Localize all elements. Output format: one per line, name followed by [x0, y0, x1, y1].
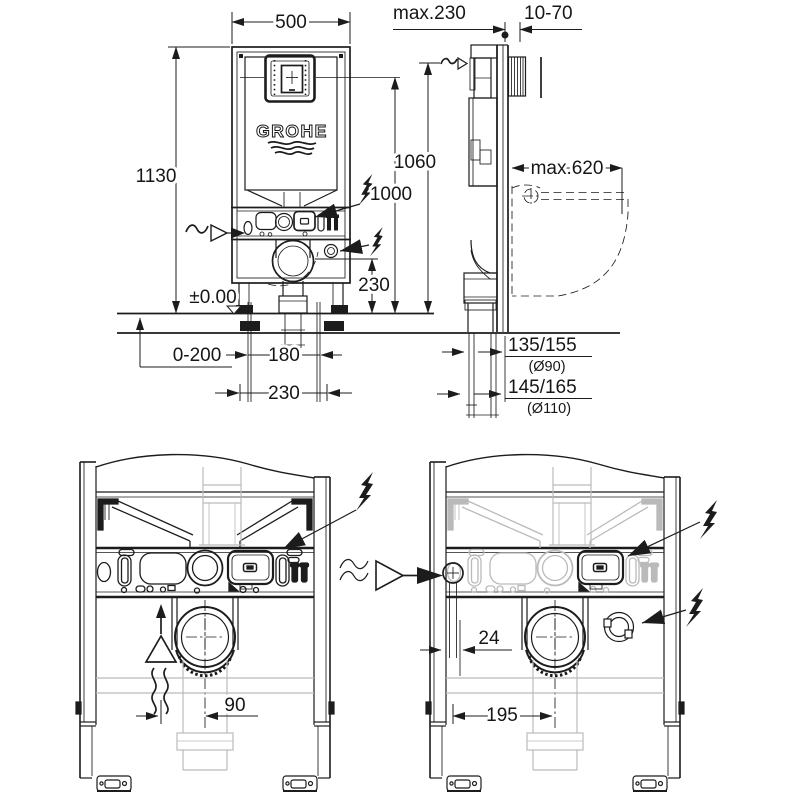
- drain-socket: [267, 239, 319, 349]
- dim-inlet-edge-offset-label: 24: [478, 628, 500, 649]
- dimensions-top: 500 1130 max.230 10-70 1000 1060 230 ±0.…: [133, 0, 623, 420]
- dim-drain-dia-110-label: (Ø110): [527, 401, 571, 417]
- lightning-icon: [314, 174, 373, 219]
- lightning-icon: [339, 227, 383, 257]
- logo-wave-2: [270, 146, 315, 150]
- warning-triangle-icon: [144, 634, 178, 663]
- dim-width-label: 500: [275, 12, 307, 33]
- logo-wave-3: [274, 151, 313, 155]
- wall-anchor-rod: [507, 56, 527, 97]
- dim-depth-label: max.230: [393, 3, 466, 24]
- power-connector-box: [576, 549, 625, 593]
- logo-wave-1: [267, 141, 317, 145]
- water-supply-icon: [440, 56, 469, 71]
- power-connector-box: [226, 549, 275, 593]
- power-connector-box: [293, 210, 316, 232]
- water-inlet-port: [442, 562, 464, 658]
- dim-outlet-spread2-label: 230: [268, 383, 300, 404]
- grohe-logo: GROHE: [256, 121, 328, 155]
- dim-drain-center-offset-label: 195: [486, 705, 518, 726]
- dim-outlet-height-label: 230: [358, 275, 390, 296]
- top-side-view: [440, 44, 629, 418]
- bottom-left-view: 90: [76, 455, 373, 791]
- steam-icon: [151, 667, 169, 715]
- dim-supply-offset-label: 90: [224, 695, 245, 716]
- dim-drain-offset-90-label: 135/155: [508, 335, 577, 356]
- water-inlet-port: [243, 220, 253, 236]
- floor-level-label: ±0.00: [189, 287, 236, 308]
- vent-up-arrow-icon: [156, 604, 166, 634]
- lightning-icon: [627, 500, 717, 557]
- dim-wall-offset-label: 10-70: [524, 3, 573, 24]
- flush-plate-window: [264, 54, 316, 103]
- water-supply-icon: [185, 223, 245, 243]
- grohe-logo-text: GROHE: [256, 121, 328, 141]
- floor-lines: [117, 312, 620, 334]
- bottom-right-view: 24 195: [420, 455, 717, 791]
- top-front-view: GROHE: [185, 46, 400, 402]
- floor-level-icon: [225, 305, 243, 315]
- dim-outlet-spread-label: 180: [268, 345, 300, 366]
- dim-drain-offset-110-label: 145/165: [508, 377, 577, 398]
- frame-legs: [236, 283, 348, 331]
- reference-point-dot: [501, 31, 509, 39]
- dim-flush-height-label: 1000: [370, 184, 412, 205]
- toilet-outline-dashed: [511, 184, 629, 297]
- dim-drain-dia-90-label: (Ø90): [528, 359, 565, 375]
- lightning-icon: [282, 472, 373, 550]
- power-outlet-socket: [603, 611, 635, 643]
- lightning-icon: [641, 588, 703, 627]
- power-outlet-port: [323, 243, 339, 259]
- water-supply-icon: [339, 558, 443, 592]
- dim-leg-range-label: 0-200: [173, 345, 222, 366]
- dim-inlet-height-label: 1060: [394, 152, 436, 173]
- dim-height-label: 1130: [136, 166, 177, 187]
- dim-bowl-depth-label: max.620: [531, 158, 604, 179]
